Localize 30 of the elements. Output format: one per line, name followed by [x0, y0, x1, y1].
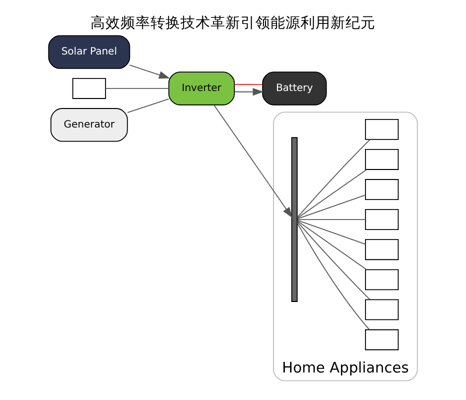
connector	[127, 98, 170, 114]
connector	[297, 220, 366, 245]
node-box	[365, 299, 399, 320]
cluster: Home Appliances	[273, 112, 418, 382]
connector	[297, 169, 367, 219]
arrow	[214, 104, 292, 218]
node-box: Battery	[262, 72, 327, 106]
arrow	[234, 88, 264, 96]
node-box: Inverter	[168, 72, 235, 106]
connector	[296, 222, 370, 330]
node-box	[365, 269, 399, 290]
arrow	[129, 64, 170, 79]
connector	[105, 88, 170, 89]
node-box	[365, 179, 399, 200]
node-box	[365, 118, 399, 140]
diagram-title: 高效频率转换技术革新引领能源利用新纪元	[90, 14, 376, 32]
node-box	[365, 209, 399, 230]
node-box	[365, 239, 399, 260]
node-box: Generator	[50, 108, 128, 142]
connector	[297, 219, 366, 220]
connector	[297, 220, 367, 270]
connector	[297, 194, 366, 220]
connector	[296, 139, 370, 218]
node-box	[365, 329, 399, 350]
connector	[234, 84, 263, 86]
node-box: Solar Panel	[48, 35, 130, 69]
connector	[296, 221, 370, 300]
node-box	[72, 78, 106, 99]
node-bar	[291, 137, 298, 302]
node-box	[365, 149, 399, 170]
